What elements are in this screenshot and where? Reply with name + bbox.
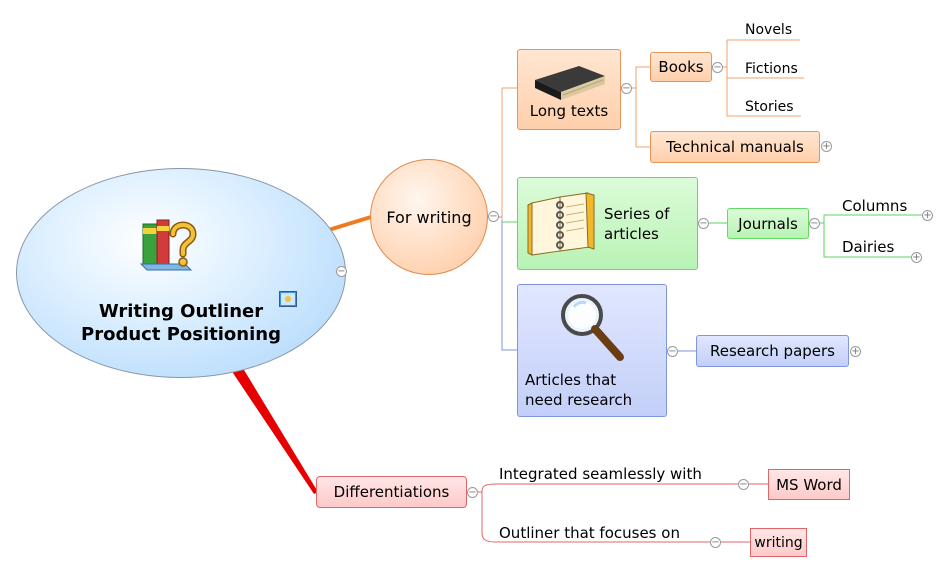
picture-note-icon[interactable] bbox=[279, 291, 297, 307]
long-texts-node[interactable]: Long texts bbox=[517, 49, 621, 130]
technical-manuals-label: Technical manuals bbox=[666, 138, 804, 156]
central-title-line1: Writing Outliner bbox=[98, 301, 264, 322]
differentiations-collapse-toggle[interactable]: − bbox=[467, 487, 478, 498]
central-title-line2: Product Positioning bbox=[81, 324, 281, 345]
books-question-icon bbox=[139, 219, 197, 271]
technical-manuals-node[interactable]: Technical manuals bbox=[650, 131, 820, 163]
for-writing-node[interactable]: For writing bbox=[370, 159, 488, 275]
integrated-collapse-toggle[interactable]: − bbox=[738, 479, 749, 490]
central-collapse-toggle[interactable]: − bbox=[336, 266, 347, 277]
journals-node[interactable]: Journals bbox=[727, 208, 809, 239]
differentiations-node[interactable]: Differentiations bbox=[316, 476, 467, 508]
columns-topic[interactable]: Columns bbox=[842, 197, 908, 215]
series-of-articles-node[interactable]: Series of articles bbox=[517, 177, 698, 270]
novels-topic[interactable]: Novels bbox=[745, 22, 793, 38]
notebook-icon bbox=[527, 191, 595, 256]
central-title: Writing Outliner Product Positioning bbox=[81, 300, 281, 346]
integrated-seamlessly-topic[interactable]: Integrated seamlessly with bbox=[499, 465, 702, 483]
outliner-focuses-topic[interactable]: Outliner that focuses on bbox=[499, 524, 680, 542]
magnifier-icon bbox=[561, 294, 624, 361]
series-of-articles-label: Series of articles bbox=[604, 204, 669, 244]
dairies-topic[interactable]: Dairies bbox=[842, 238, 895, 256]
long-texts-label: Long texts bbox=[529, 101, 609, 120]
articles-research-node[interactable]: Articles that need research bbox=[517, 284, 667, 417]
articles-research-label: Articles that need research bbox=[525, 370, 632, 410]
series-of-articles-collapse-toggle[interactable]: − bbox=[698, 218, 709, 229]
stories-topic[interactable]: Stories bbox=[745, 99, 794, 115]
ms-word-label: MS Word bbox=[776, 475, 842, 494]
writing-node[interactable]: writing bbox=[750, 528, 807, 557]
ms-word-node[interactable]: MS Word bbox=[768, 469, 850, 500]
research-papers-node[interactable]: Research papers bbox=[696, 335, 849, 367]
connector-central-differentiations bbox=[231, 365, 318, 494]
technical-manuals-expand-toggle[interactable]: + bbox=[821, 141, 832, 152]
articles-research-line1: Articles that bbox=[525, 371, 617, 389]
dairies-expand-toggle[interactable]: + bbox=[911, 252, 922, 263]
journals-collapse-toggle[interactable]: − bbox=[809, 218, 820, 229]
for-writing-collapse-toggle[interactable]: − bbox=[488, 211, 499, 222]
writing-label: writing bbox=[754, 534, 803, 551]
books-node[interactable]: Books bbox=[650, 52, 712, 82]
journals-label: Journals bbox=[738, 214, 798, 233]
for-writing-label: For writing bbox=[386, 207, 472, 227]
fictions-topic[interactable]: Fictions bbox=[745, 61, 798, 77]
outliner-collapse-toggle[interactable]: − bbox=[710, 537, 721, 548]
articles-research-line2: need research bbox=[525, 391, 633, 409]
articles-research-collapse-toggle[interactable]: − bbox=[667, 346, 678, 357]
long-texts-collapse-toggle[interactable]: − bbox=[621, 83, 632, 94]
series-of-articles-line2: articles bbox=[604, 224, 659, 243]
books-collapse-toggle[interactable]: − bbox=[712, 62, 723, 73]
central-topic[interactable]: Writing Outliner Product Positioning bbox=[16, 168, 346, 378]
columns-expand-toggle[interactable]: + bbox=[922, 210, 933, 221]
differentiations-label: Differentiations bbox=[333, 483, 450, 501]
research-papers-label: Research papers bbox=[709, 342, 836, 360]
series-of-articles-line1: Series of bbox=[604, 204, 670, 223]
research-papers-expand-toggle[interactable]: + bbox=[850, 346, 861, 357]
book-icon bbox=[535, 65, 605, 100]
books-label: Books bbox=[658, 58, 704, 76]
